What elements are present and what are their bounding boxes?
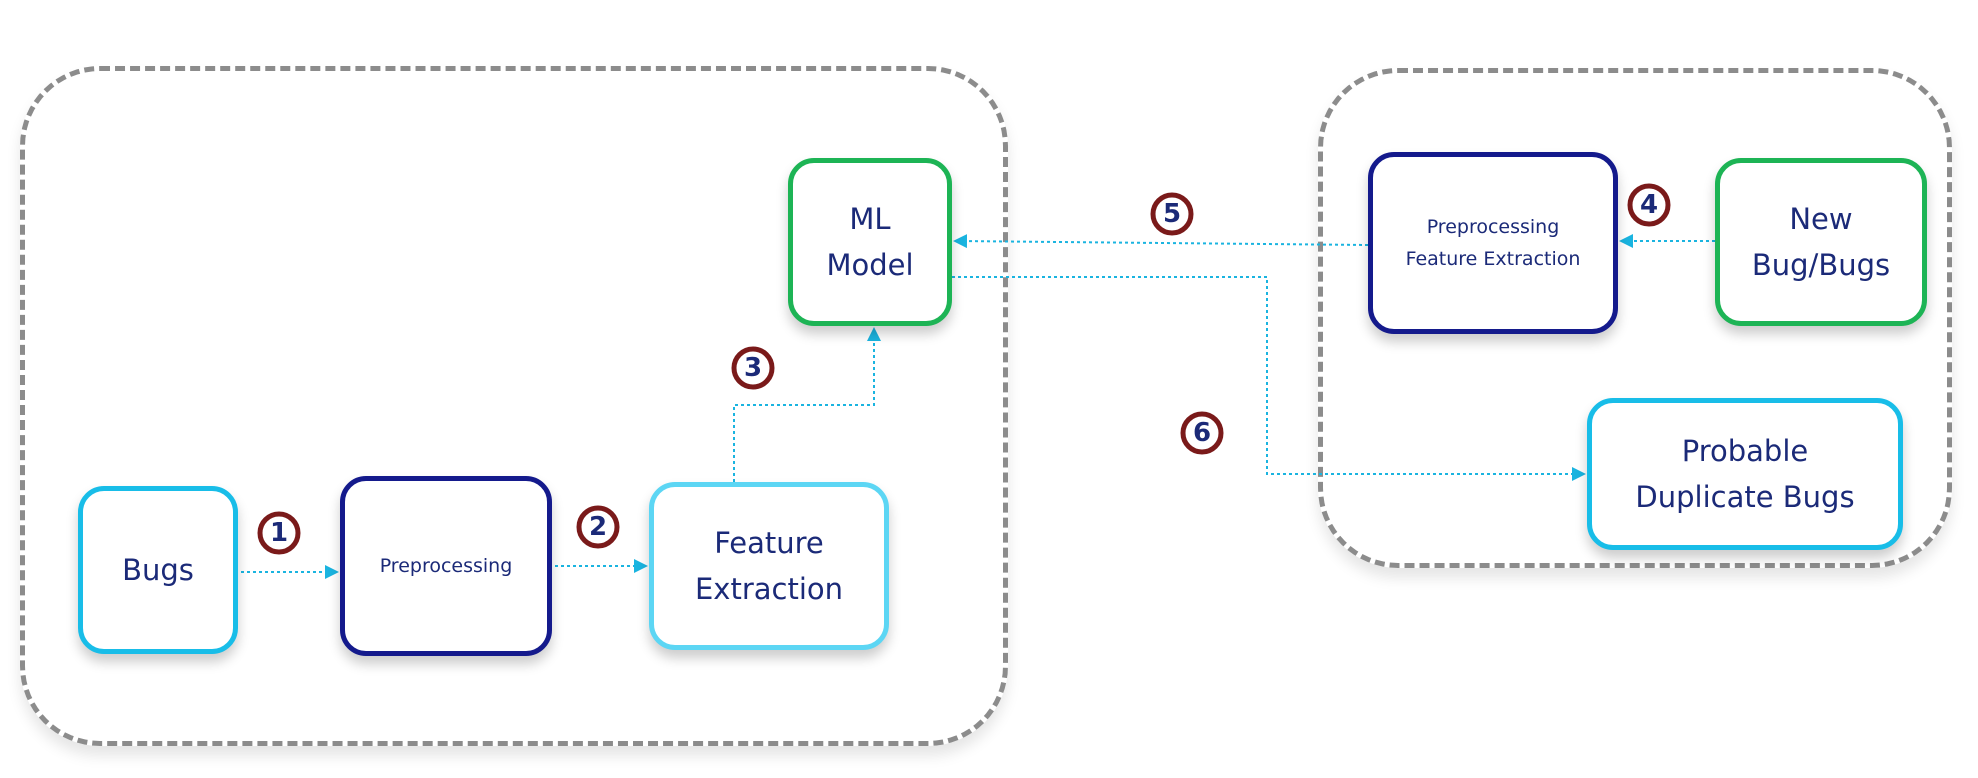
preprocessing-feature-extraction-box: Preprocessing Feature Extraction [1368, 152, 1618, 334]
arrow-feature-extraction-to-ml-model [733, 327, 881, 482]
inference-pipeline-group [1318, 68, 1952, 568]
preprocessing-feature-extraction-label: Preprocessing Feature Extraction [1405, 216, 1581, 270]
feature-extraction-box: Feature Extraction [649, 482, 889, 650]
new-bugs-label: New Bug/Bugs [1751, 202, 1891, 282]
bugs-box: Bugs [78, 486, 238, 654]
step-4-badge: 4 [1627, 183, 1671, 227]
probable-duplicate-bugs-label: Probable Duplicate Bugs [1635, 434, 1855, 514]
step-4-label: 4 [1640, 190, 1658, 220]
step-5-label: 5 [1163, 199, 1181, 229]
step-3-label: 3 [744, 353, 762, 383]
feature-extraction-label: Feature Extraction [694, 526, 844, 606]
step-3-badge: 3 [731, 346, 775, 390]
step-6-label: 6 [1193, 418, 1211, 448]
probable-duplicate-bugs-box: Probable Duplicate Bugs [1587, 398, 1903, 550]
arrow-prefe-to-ml-model [953, 234, 1369, 249]
new-bugs-box: New Bug/Bugs [1715, 158, 1927, 326]
step-2-badge: 2 [576, 505, 620, 549]
step-1-label: 1 [270, 518, 288, 548]
preprocessing-box: Preprocessing [340, 476, 552, 656]
ml-model-label: ML Model [826, 202, 914, 282]
bugs-label: Bugs [122, 553, 194, 587]
step-6-badge: 6 [1180, 411, 1224, 455]
training-pipeline-group [20, 66, 1008, 746]
arrow-ml-model-to-duplicates [952, 276, 1586, 481]
ml-model-box: ML Model [788, 158, 952, 326]
step-2-label: 2 [589, 512, 607, 542]
step-1-badge: 1 [257, 511, 301, 555]
preprocessing-label: Preprocessing [379, 555, 513, 577]
step-5-badge: 5 [1150, 192, 1194, 236]
